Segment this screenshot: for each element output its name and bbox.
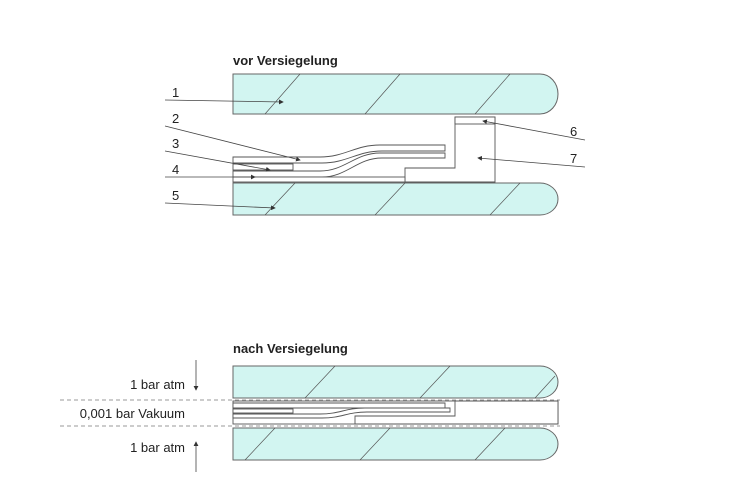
label-7: 7 <box>570 151 577 166</box>
part-6 <box>454 116 496 125</box>
label-4: 4 <box>172 162 179 177</box>
title-after: nach Versiegelung <box>233 341 348 356</box>
pressure-vacuum-label: 0,001 bar Vakuum <box>80 406 185 421</box>
glass-plate-bottom <box>232 182 559 216</box>
label-2: 2 <box>172 111 179 126</box>
label-3: 3 <box>172 136 179 151</box>
layer-stack <box>232 144 446 183</box>
label-5: 5 <box>172 188 179 203</box>
leader-lines <box>164 99 586 211</box>
label-1: 1 <box>172 85 179 100</box>
pressure-top-label: 1 bar atm <box>130 377 185 392</box>
label-6: 6 <box>570 124 577 139</box>
sealed-layer <box>232 400 559 425</box>
title-before: vor Versiegelung <box>233 53 338 68</box>
glass-plate-top-sealed <box>232 365 559 399</box>
glass-plate-top <box>232 73 559 115</box>
pressure-bottom-label: 1 bar atm <box>130 440 185 455</box>
glass-plate-bottom-sealed <box>232 427 559 461</box>
